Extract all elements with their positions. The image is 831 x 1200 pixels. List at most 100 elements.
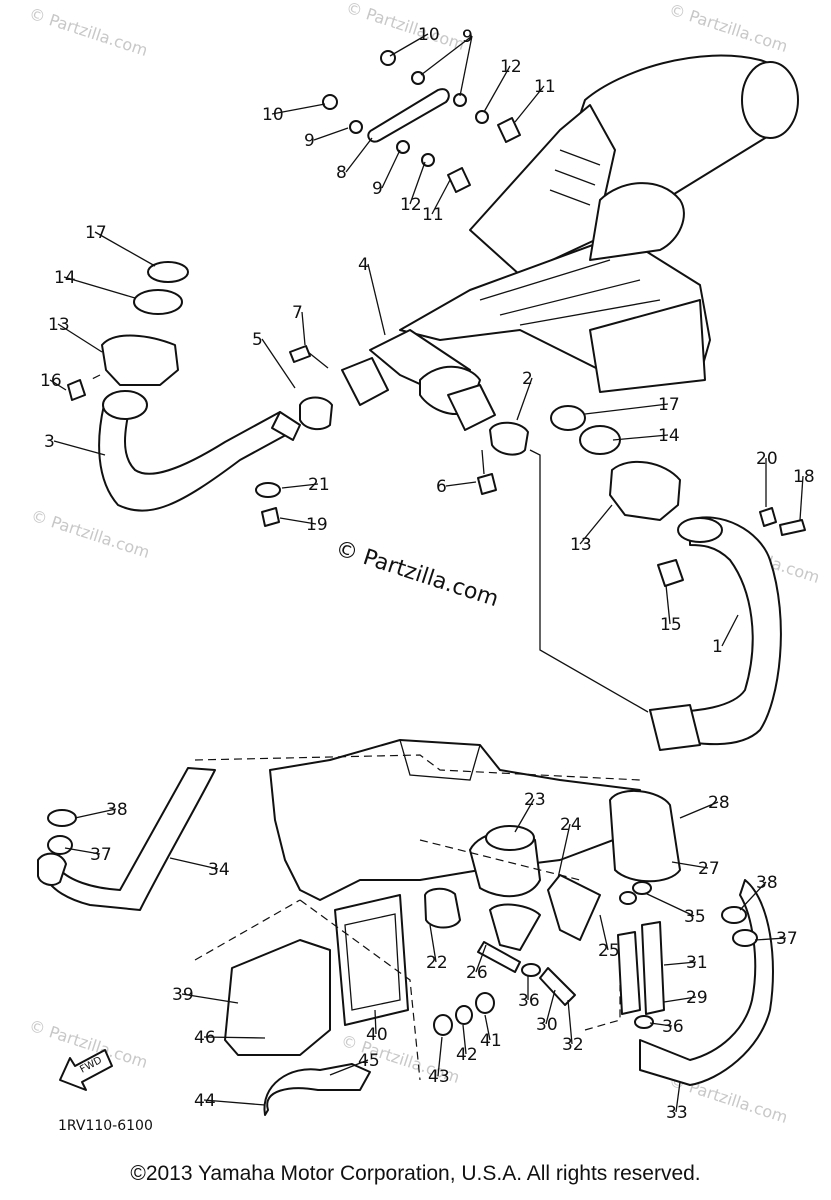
callout-label-18: 18 — [793, 467, 815, 487]
callout-leader-2 — [516, 377, 533, 421]
callout-leader-11 — [514, 85, 545, 123]
callout-leader-6 — [445, 481, 477, 487]
callout-leader-17 — [584, 403, 669, 415]
callout-leader-1 — [721, 614, 739, 647]
callout-label-27: 27 — [698, 859, 720, 879]
callout-leader-3 — [53, 440, 106, 456]
callout-label-20: 20 — [756, 449, 778, 469]
callout-label-4: 4 — [358, 255, 369, 275]
callout-leader-7 — [301, 311, 306, 346]
callout-label-9: 9 — [372, 179, 383, 199]
callout-label-42: 42 — [456, 1045, 478, 1065]
callout-label-33: 33 — [666, 1103, 688, 1123]
callout-leader-18 — [799, 475, 804, 521]
copyright-footer: ©2013 Yamaha Motor Corporation, U.S.A. A… — [130, 1162, 701, 1185]
callout-label-9: 9 — [462, 27, 473, 47]
callout-label-6: 6 — [436, 477, 447, 497]
callout-label-29: 29 — [686, 988, 708, 1008]
callout-leader-26 — [475, 944, 487, 973]
callout-leader-25 — [599, 914, 609, 951]
callout-label-39: 39 — [172, 985, 194, 1005]
callout-label-13: 13 — [48, 315, 70, 335]
callout-leader-15 — [665, 584, 671, 625]
bracket-hardware — [322, 50, 521, 193]
callout-label-38: 38 — [106, 800, 128, 820]
callout-leader-44 — [203, 1099, 266, 1106]
callout-leader-39 — [181, 993, 239, 1004]
callout-label-12: 12 — [500, 57, 522, 77]
callout-leader-38 — [739, 881, 767, 911]
callout-leader-19 — [279, 517, 317, 525]
callout-label-7: 7 — [292, 303, 303, 323]
callout-label-3: 3 — [44, 432, 55, 452]
callout-label-10: 10 — [418, 25, 440, 45]
callout-leader-13 — [579, 504, 613, 545]
callout-label-5: 5 — [252, 330, 263, 350]
callout-leader-9 — [420, 35, 473, 76]
callout-leader-23 — [514, 798, 535, 833]
callout-leader-11 — [431, 179, 451, 215]
exhaust-pipe-left — [67, 261, 333, 512]
callout-label-32: 32 — [562, 1035, 584, 1055]
callout-leader-22 — [429, 924, 437, 963]
callout-leaders — [49, 33, 804, 1113]
callout-leader-21 — [281, 483, 319, 489]
callout-label-15: 15 — [660, 615, 682, 635]
callout-label-1: 1 — [712, 637, 723, 657]
callout-leader-36 — [649, 1022, 673, 1027]
muffler-assembly — [341, 54, 799, 431]
callout-leader-10 — [271, 103, 326, 115]
exhaust-pipe-right — [489, 405, 806, 751]
callout-label-36: 36 — [518, 991, 540, 1011]
watermark-text: © Partzilla.com — [667, 0, 790, 56]
callout-label-36: 36 — [662, 1017, 684, 1037]
diagram-code: 1RV110-6100 — [58, 1118, 153, 1134]
callout-label-34: 34 — [208, 860, 230, 880]
callout-label-35: 35 — [684, 907, 706, 927]
callout-leader-5 — [261, 338, 296, 389]
callout-leader-29 — [663, 996, 697, 1003]
callout-leader-28 — [679, 801, 719, 819]
callout-label-8: 8 — [336, 163, 347, 183]
callout-leader-46 — [203, 1036, 266, 1039]
callout-leader-33 — [675, 1081, 681, 1113]
callout-leader-9 — [381, 149, 401, 189]
callout-label-12: 12 — [400, 195, 422, 215]
callout-leader-9 — [313, 127, 349, 141]
watermark-text: © Partzilla.com — [344, 0, 467, 54]
callout-label-30: 30 — [536, 1015, 558, 1035]
callout-leader-31 — [663, 961, 697, 966]
callout-label-16: 16 — [40, 371, 62, 391]
callout-label-23: 23 — [524, 790, 546, 810]
callout-label-37: 37 — [90, 845, 112, 865]
callout-leader-12 — [483, 65, 511, 113]
callout-label-10: 10 — [262, 105, 284, 125]
callout-label-9: 9 — [304, 131, 315, 151]
callout-leader-35 — [644, 892, 695, 917]
callout-leader-4 — [367, 263, 386, 336]
air-induction-system — [37, 739, 774, 1116]
callout-label-13: 13 — [570, 535, 592, 555]
callout-label-45: 45 — [358, 1051, 380, 1071]
callout-label-43: 43 — [428, 1067, 450, 1087]
callout-label-17: 17 — [85, 223, 107, 243]
callout-label-44: 44 — [194, 1091, 216, 1111]
callout-label-26: 26 — [466, 963, 488, 983]
callout-label-19: 19 — [306, 515, 328, 535]
callout-label-9: 9 — [462, 27, 473, 47]
callout-leader-43 — [437, 1036, 443, 1077]
callout-leader-37 — [64, 847, 101, 855]
callout-leader-40 — [374, 1009, 377, 1035]
callout-leader-41 — [484, 1014, 491, 1041]
callout-leader-8 — [345, 137, 373, 173]
callout-label-24: 24 — [560, 815, 582, 835]
callout-label-11: 11 — [422, 205, 444, 225]
callout-leader-13 — [57, 323, 103, 353]
callout-leader-27 — [671, 861, 709, 869]
callout-leader-42 — [462, 1024, 467, 1055]
callout-label-11: 11 — [534, 77, 556, 97]
callout-label-25: 25 — [598, 941, 620, 961]
callout-leader-38 — [74, 808, 117, 819]
watermark-text: © Partzilla.com — [29, 506, 152, 562]
